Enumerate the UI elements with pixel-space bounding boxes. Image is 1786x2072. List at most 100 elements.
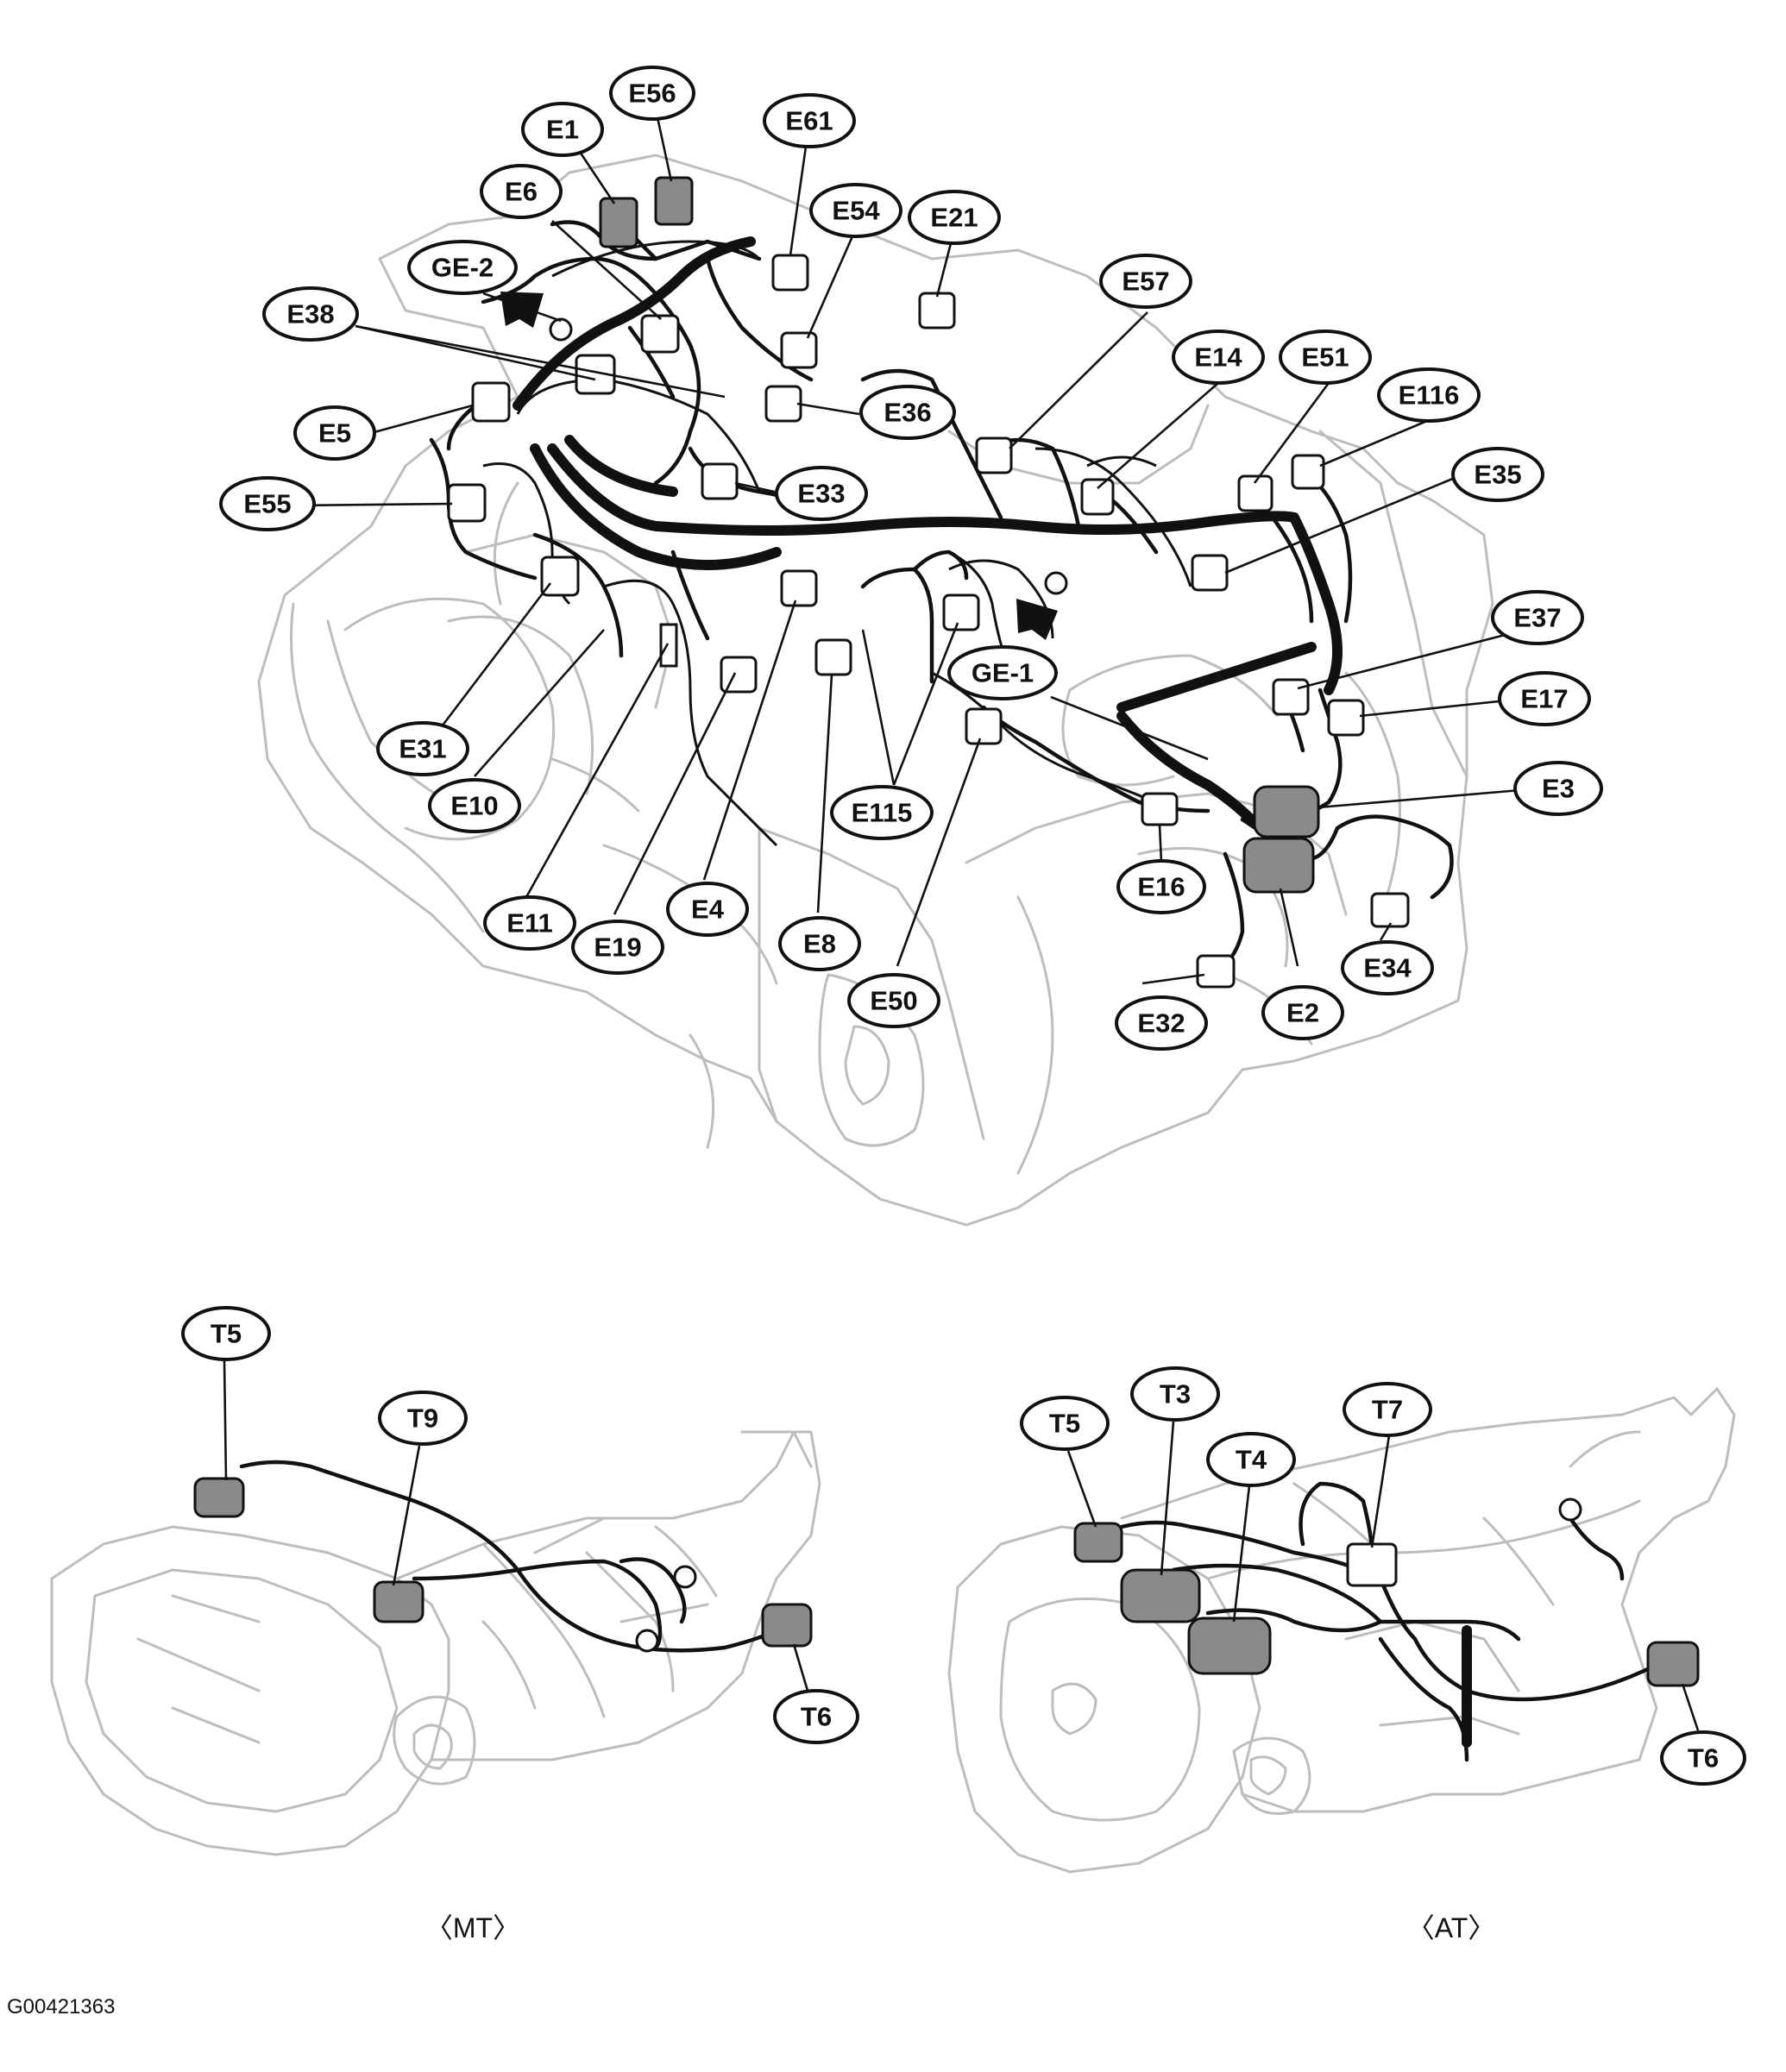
label-e2: E2	[1261, 985, 1344, 1040]
label-at-t4: T4	[1206, 1432, 1296, 1487]
connector-e4	[780, 569, 818, 607]
label-e32: E32	[1115, 995, 1208, 1051]
caption-mt: 〈MT〉	[425, 1912, 520, 1943]
label-at-t6: T6	[1660, 1730, 1746, 1786]
svg-text:E16: E16	[1137, 872, 1185, 902]
connector-e11	[659, 623, 678, 668]
svg-text:E33: E33	[797, 479, 845, 509]
label-at-t7: T7	[1343, 1382, 1432, 1437]
svg-text:E19: E19	[594, 932, 641, 963]
arrow-ge1	[1016, 599, 1058, 640]
svg-text:E51: E51	[1301, 342, 1349, 373]
svg-text:E55: E55	[243, 489, 291, 519]
svg-text:E38: E38	[286, 299, 334, 330]
connector-at-t7	[1346, 1542, 1398, 1587]
label-e21: E21	[908, 190, 1001, 245]
svg-text:E2: E2	[1286, 998, 1319, 1028]
connector-at-t3	[1120, 1568, 1201, 1623]
label-mt-t9: T9	[378, 1391, 468, 1446]
connector-e51	[1237, 474, 1273, 512]
svg-text:E31: E31	[399, 734, 446, 764]
connector-e33	[701, 462, 739, 500]
svg-text:GE-1: GE-1	[972, 658, 1034, 688]
engine-leaders	[292, 116, 1525, 985]
connector-e14	[1080, 478, 1115, 516]
label-e31: E31	[376, 721, 469, 776]
label-at-t3: T3	[1130, 1366, 1220, 1422]
connector-e5	[471, 381, 511, 423]
at-sensor	[1558, 1497, 1582, 1522]
mt-harness	[239, 1460, 779, 1653]
svg-text:E35: E35	[1474, 460, 1521, 490]
label-e3: E3	[1513, 761, 1603, 816]
connector-e34	[1370, 892, 1410, 928]
connector-e3	[1253, 785, 1320, 838]
svg-text:E21: E21	[930, 203, 978, 233]
label-e54: E54	[809, 183, 902, 238]
label-e10: E10	[428, 778, 521, 833]
svg-text:T9: T9	[407, 1403, 438, 1434]
caption-at: 〈AT〉	[1407, 1912, 1496, 1943]
label-e61: E61	[763, 93, 856, 148]
label-e6: E6	[480, 164, 563, 219]
svg-text:E17: E17	[1520, 684, 1568, 714]
mt-leaders	[223, 1360, 809, 1692]
connector-e21	[918, 292, 956, 330]
svg-text:T6: T6	[801, 1702, 832, 1732]
label-e8: E8	[778, 916, 861, 971]
label-e51: E51	[1279, 330, 1372, 385]
connector-e55	[447, 483, 487, 523]
svg-text:E1: E1	[546, 115, 579, 145]
label-e16: E16	[1116, 859, 1206, 914]
label-mt-t5: T5	[181, 1306, 271, 1361]
svg-text:T4: T4	[1236, 1445, 1267, 1475]
connector-e36	[764, 385, 802, 423]
svg-text:E5: E5	[318, 418, 351, 449]
label-e56: E56	[609, 66, 695, 121]
svg-text:T7: T7	[1372, 1395, 1403, 1425]
label-ge1: GE-1	[947, 645, 1058, 700]
label-e50: E50	[847, 973, 940, 1028]
at-connectors	[1073, 1497, 1700, 1687]
connector-e50	[965, 707, 1003, 745]
svg-text:T3: T3	[1160, 1379, 1191, 1410]
svg-text:E115: E115	[852, 798, 913, 828]
svg-text:E37: E37	[1513, 603, 1561, 633]
connector-e115	[942, 593, 980, 631]
label-ge2: GE-2	[407, 240, 518, 295]
connector-e54	[780, 331, 818, 369]
svg-text:E34: E34	[1363, 953, 1412, 983]
svg-text:E50: E50	[870, 986, 917, 1016]
connector-e56	[654, 176, 694, 226]
label-e37: E37	[1491, 590, 1584, 645]
connector-e31	[540, 556, 580, 597]
at-leaders	[1066, 1421, 1700, 1731]
svg-text:E57: E57	[1122, 267, 1169, 297]
connector-e19	[720, 656, 758, 694]
connector-e17	[1327, 699, 1365, 737]
connector-e1	[599, 197, 638, 248]
connector-e32	[1196, 954, 1236, 989]
connector-mt-t6	[761, 1603, 813, 1648]
connector-e61	[771, 254, 809, 292]
label-e33: E33	[775, 466, 868, 521]
mt-transmission-outline	[50, 1430, 821, 1856]
label-e4: E4	[666, 882, 749, 937]
label-at-t5: T5	[1020, 1396, 1110, 1451]
label-e115: E115	[830, 785, 934, 840]
label-e11: E11	[483, 895, 576, 951]
connector-e37	[1272, 678, 1310, 716]
engine-callouts: E1 E56 E61 E6 E54 E21 GE-2 E38 E57 E14 E…	[219, 66, 1603, 1051]
svg-text:T5: T5	[1049, 1409, 1080, 1439]
label-e57: E57	[1099, 254, 1192, 309]
label-e1: E1	[521, 102, 604, 157]
arrow-ge2	[500, 292, 544, 328]
at-harness	[1119, 1481, 1659, 1762]
svg-text:E54: E54	[832, 196, 880, 226]
svg-text:E36: E36	[884, 398, 931, 428]
svg-text:E10: E10	[450, 791, 498, 821]
engine-connectors	[447, 176, 1410, 989]
svg-text:E61: E61	[785, 106, 833, 136]
label-e116: E116	[1377, 367, 1481, 423]
connector-e6	[640, 314, 680, 354]
